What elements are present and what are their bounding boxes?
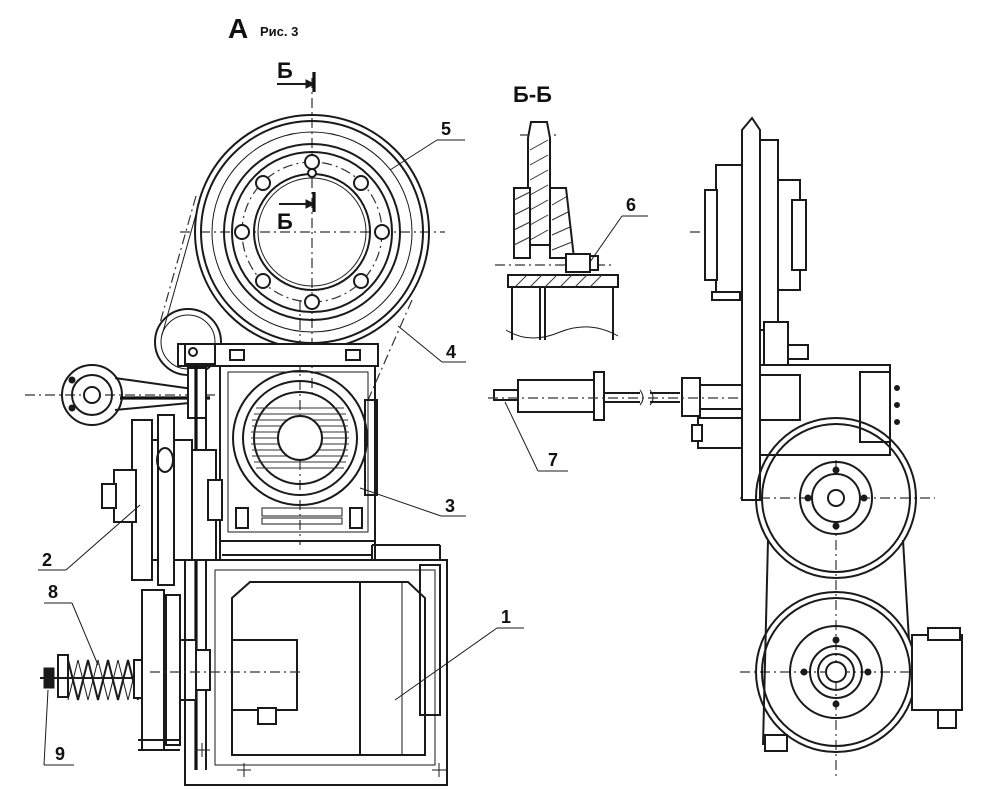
section-marker-top: Б <box>277 58 316 92</box>
figure-caption: Рис. 3 <box>260 24 298 39</box>
section-title: Б-Б <box>513 82 552 107</box>
callout-6: 6 <box>589 195 648 263</box>
svg-text:3: 3 <box>445 496 455 516</box>
tension-spring <box>40 654 143 701</box>
v-belt-pulley <box>101 414 223 586</box>
section-marker-mid: Б <box>277 192 316 234</box>
vertical-shaft <box>185 366 217 770</box>
gearbox <box>219 365 378 560</box>
callout-3: 3 <box>359 487 466 517</box>
svg-text:Б: Б <box>277 209 293 234</box>
electric-motor <box>150 581 426 756</box>
callout-4: 4 <box>397 325 466 363</box>
svg-text:Б: Б <box>277 58 293 83</box>
side-upper-pulley <box>755 417 917 579</box>
belt <box>157 195 413 401</box>
main-view: Б Б <box>25 58 448 786</box>
side-bracket <box>691 321 900 456</box>
callout-5: 5 <box>389 119 465 171</box>
svg-text:8: 8 <box>48 582 58 602</box>
callout-2: 2 <box>38 504 141 571</box>
lower-pulley <box>138 589 211 751</box>
svg-text:5: 5 <box>441 119 451 139</box>
side-view <box>690 116 963 780</box>
svg-text:2: 2 <box>42 550 52 570</box>
side-large-pulley <box>704 116 807 501</box>
side-motor-box <box>764 627 963 752</box>
svg-text:4: 4 <box>446 342 456 362</box>
view-letter: А <box>228 13 248 44</box>
callout-8: 8 <box>44 582 99 666</box>
callout-7: 7 <box>504 401 568 472</box>
svg-text:9: 9 <box>55 744 65 764</box>
callout-1: 1 <box>394 607 524 701</box>
svg-text:6: 6 <box>626 195 636 215</box>
callout-9: 9 <box>43 689 74 766</box>
mounting-plate <box>177 343 379 367</box>
svg-text:7: 7 <box>548 450 558 470</box>
section-view: Б-Б <box>495 82 619 340</box>
small-idler-pulley <box>61 364 210 426</box>
drive-shaft <box>488 371 770 421</box>
svg-text:1: 1 <box>501 607 511 627</box>
